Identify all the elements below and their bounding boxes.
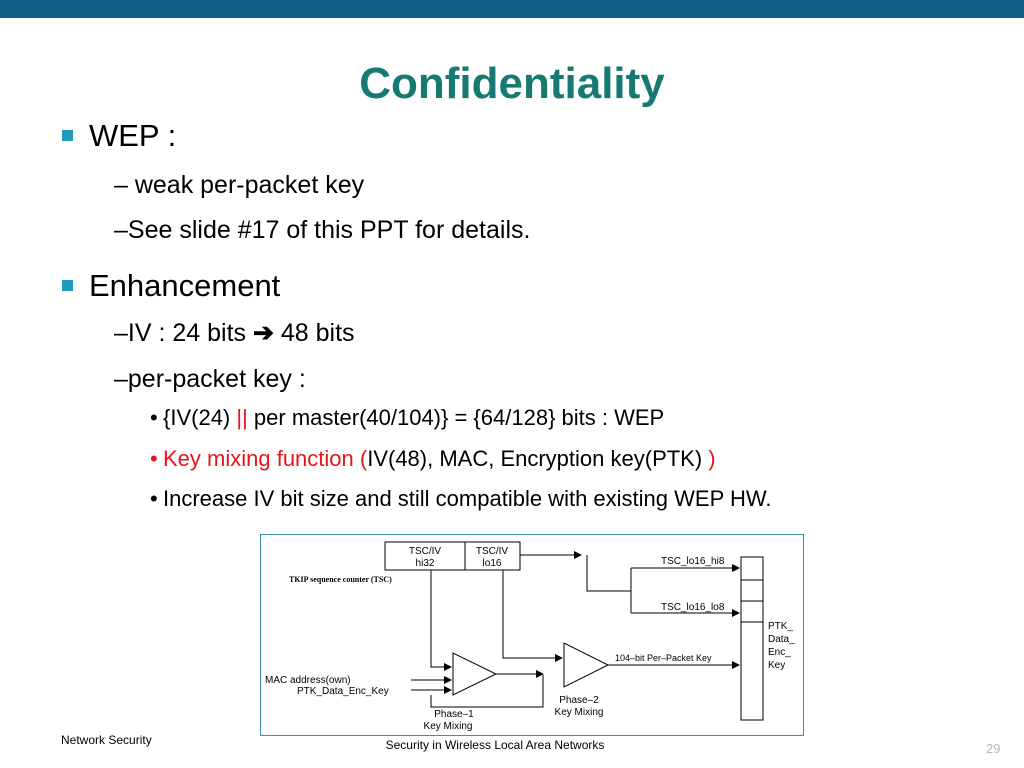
square-bullet-icon — [62, 280, 73, 291]
tsc-lo-label: TSC/IV — [476, 546, 509, 557]
tsc-lo-label: lo16 — [483, 558, 502, 569]
text-part: {IV(24) — [163, 405, 237, 430]
ptk-label: PTK_ — [768, 621, 793, 632]
out-lo8-label: TSC_lo16_lo8 — [661, 602, 725, 613]
text-part: Increase IV bit size and still compatibl… — [163, 486, 772, 511]
ptk-label: Key — [768, 660, 785, 671]
hi32-to-phase1-arrow — [430, 570, 452, 671]
lo16-to-phase2-arrow — [502, 570, 563, 662]
mac-input-label: MAC address(own) — [265, 675, 351, 686]
right-arrow-icon: ➔ — [252, 319, 274, 347]
tkip-diagram: TSC/IV hi32 TSC/IV lo16 TKIP sequence co… — [260, 534, 804, 736]
sub-bullet: –per-packet key : — [114, 365, 306, 393]
bullet-text: Enhancement — [89, 268, 281, 303]
subsub-bullet-iv-size: •Increase IV bit size and still compatib… — [150, 485, 772, 513]
ptk-block — [740, 556, 764, 721]
ptk-label: Enc_ — [768, 647, 791, 658]
tsc-hi-label: hi32 — [416, 558, 435, 569]
phase1-mixer — [452, 652, 498, 696]
ptk-label: Data_ — [768, 634, 795, 645]
dot-bullet-icon: • — [150, 486, 158, 511]
phase2-label: Key Mixing — [555, 707, 604, 718]
text-part: per master(40/104)} = {64/128} bits : WE… — [247, 405, 665, 430]
iv-text-start: –IV : 24 bits — [114, 319, 253, 347]
phase1-label: Phase–1 — [434, 709, 474, 720]
dot-bullet-icon: • — [150, 446, 158, 471]
phase2-mixer — [563, 642, 610, 688]
lo16-route — [586, 555, 631, 592]
subsub-bullet-key-mixing: •Key mixing function (IV(48), MAC, Encry… — [150, 445, 716, 473]
phase1-label: Key Mixing — [424, 721, 473, 732]
sub-bullet-iv: –IV : 24 bits ➔ 48 bits — [114, 318, 355, 348]
text-part: ) — [708, 446, 716, 471]
text-part: Key mixing function ( — [163, 446, 368, 471]
per-packet-key-label: 104–bit Per–Packet Key — [615, 653, 712, 663]
dot-bullet-icon: • — [150, 405, 158, 430]
text-part: IV(48), MAC, Encryption key(PTK) — [367, 446, 709, 471]
iv-text-end: 48 bits — [273, 319, 355, 347]
subsub-bullet-wep-key: •{IV(24) || per master(40/104)} = {64/12… — [150, 404, 664, 432]
bullet-text: WEP : — [89, 118, 177, 153]
square-bullet-icon — [62, 130, 73, 141]
top-banner — [0, 0, 1024, 18]
sub-bullet: –See slide #17 of this PPT for details. — [114, 216, 531, 244]
footer-center: Security in Wireless Local Area Networks — [385, 738, 605, 752]
phase1-feedback — [430, 675, 544, 708]
phase2-label: Phase–2 — [559, 695, 599, 706]
ptk-input-label: PTK_Data_Enc_Key — [297, 686, 389, 697]
out-hi8-label: TSC_lo16_hi8 — [661, 556, 725, 567]
page-number: 29 — [986, 741, 1001, 756]
tsc-hi-label: TSC/IV — [409, 546, 442, 557]
slide-title: Confidentiality — [359, 59, 665, 108]
footer-left: Network Security — [61, 733, 152, 747]
tkip-diagram-svg: TSC/IV hi32 TSC/IV lo16 TKIP sequence co… — [265, 541, 795, 732]
tsc-caption: TKIP sequence counter (TSC) — [289, 575, 392, 584]
tsc-lo16-box — [464, 541, 521, 571]
concat-operator: || — [236, 405, 248, 430]
sub-bullet: – weak per-packet key — [114, 171, 365, 199]
